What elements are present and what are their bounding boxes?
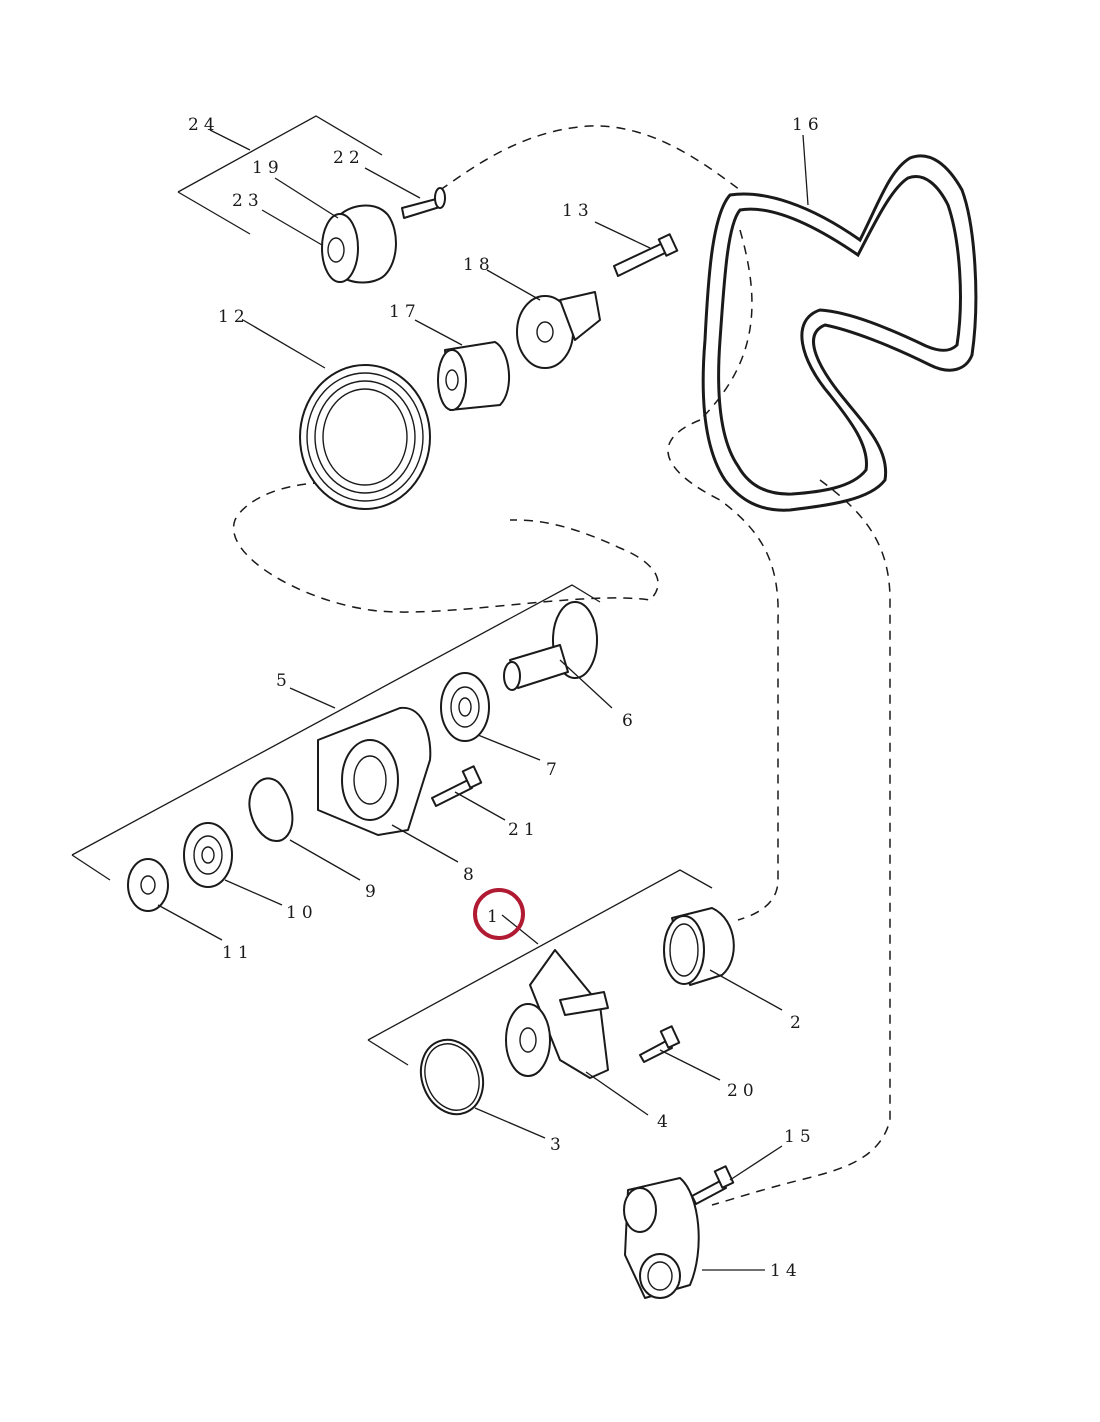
- spacer-17: [414, 319, 511, 411]
- callout-1[interactable]: 1: [487, 907, 503, 927]
- callout-17[interactable]: 17: [389, 302, 421, 322]
- part-1-group: [367, 869, 713, 1066]
- hub-18: [486, 269, 601, 369]
- idler-pulley-19: [261, 177, 397, 284]
- highlight-circle-callout-1: [473, 888, 525, 940]
- callout-21[interactable]: 21: [508, 820, 540, 840]
- callout-16[interactable]: 16: [792, 115, 824, 135]
- callout-2[interactable]: 2: [790, 1013, 806, 1033]
- callout-4[interactable]: 4: [657, 1112, 673, 1132]
- callout-labels: 1 2 3 4 5 6 7 8 9 10 11 12 13 14 15 16 1…: [188, 115, 824, 1281]
- cap-11: [127, 858, 223, 941]
- housing-8: [317, 706, 459, 863]
- callout-6[interactable]: 6: [622, 711, 638, 731]
- part-24-group: [177, 115, 383, 235]
- callout-13[interactable]: 13: [562, 201, 594, 221]
- leader-16: [802, 134, 809, 206]
- part-5-group: [71, 584, 601, 881]
- pump-housing-4: [505, 949, 649, 1116]
- bolt-13: [594, 221, 679, 277]
- bolt-21: [431, 765, 506, 821]
- callout-8[interactable]: 8: [463, 865, 479, 885]
- pulley-2: [663, 907, 783, 1011]
- callout-18[interactable]: 18: [463, 255, 495, 275]
- callout-22[interactable]: 22: [333, 148, 365, 168]
- callout-5[interactable]: 5: [276, 671, 292, 691]
- callout-15[interactable]: 15: [784, 1127, 816, 1147]
- shaft-6: [503, 601, 613, 709]
- bearing-7: [440, 672, 541, 761]
- drive-belt: [701, 154, 978, 512]
- callout-11[interactable]: 11: [222, 943, 254, 963]
- pulley-12: [242, 319, 431, 510]
- callout-24[interactable]: 24: [188, 115, 220, 135]
- seal-ring-3: [419, 1038, 546, 1139]
- callout-7[interactable]: 7: [546, 760, 562, 780]
- callout-3[interactable]: 3: [550, 1135, 566, 1155]
- callout-20[interactable]: 20: [727, 1081, 759, 1101]
- callout-9[interactable]: 9: [365, 882, 381, 902]
- tensioner-14: [623, 1177, 765, 1299]
- bolt-15: [691, 1145, 783, 1205]
- callout-19[interactable]: 19: [252, 158, 284, 178]
- callout-23[interactable]: 23: [232, 191, 264, 211]
- bearing-10: [183, 822, 283, 906]
- callout-10[interactable]: 10: [286, 903, 318, 923]
- callout-12[interactable]: 12: [218, 307, 250, 327]
- callout-14[interactable]: 14: [770, 1261, 802, 1281]
- bolt-20: [639, 1025, 721, 1081]
- circlip-9: [248, 777, 361, 881]
- bolt-22: [364, 167, 446, 219]
